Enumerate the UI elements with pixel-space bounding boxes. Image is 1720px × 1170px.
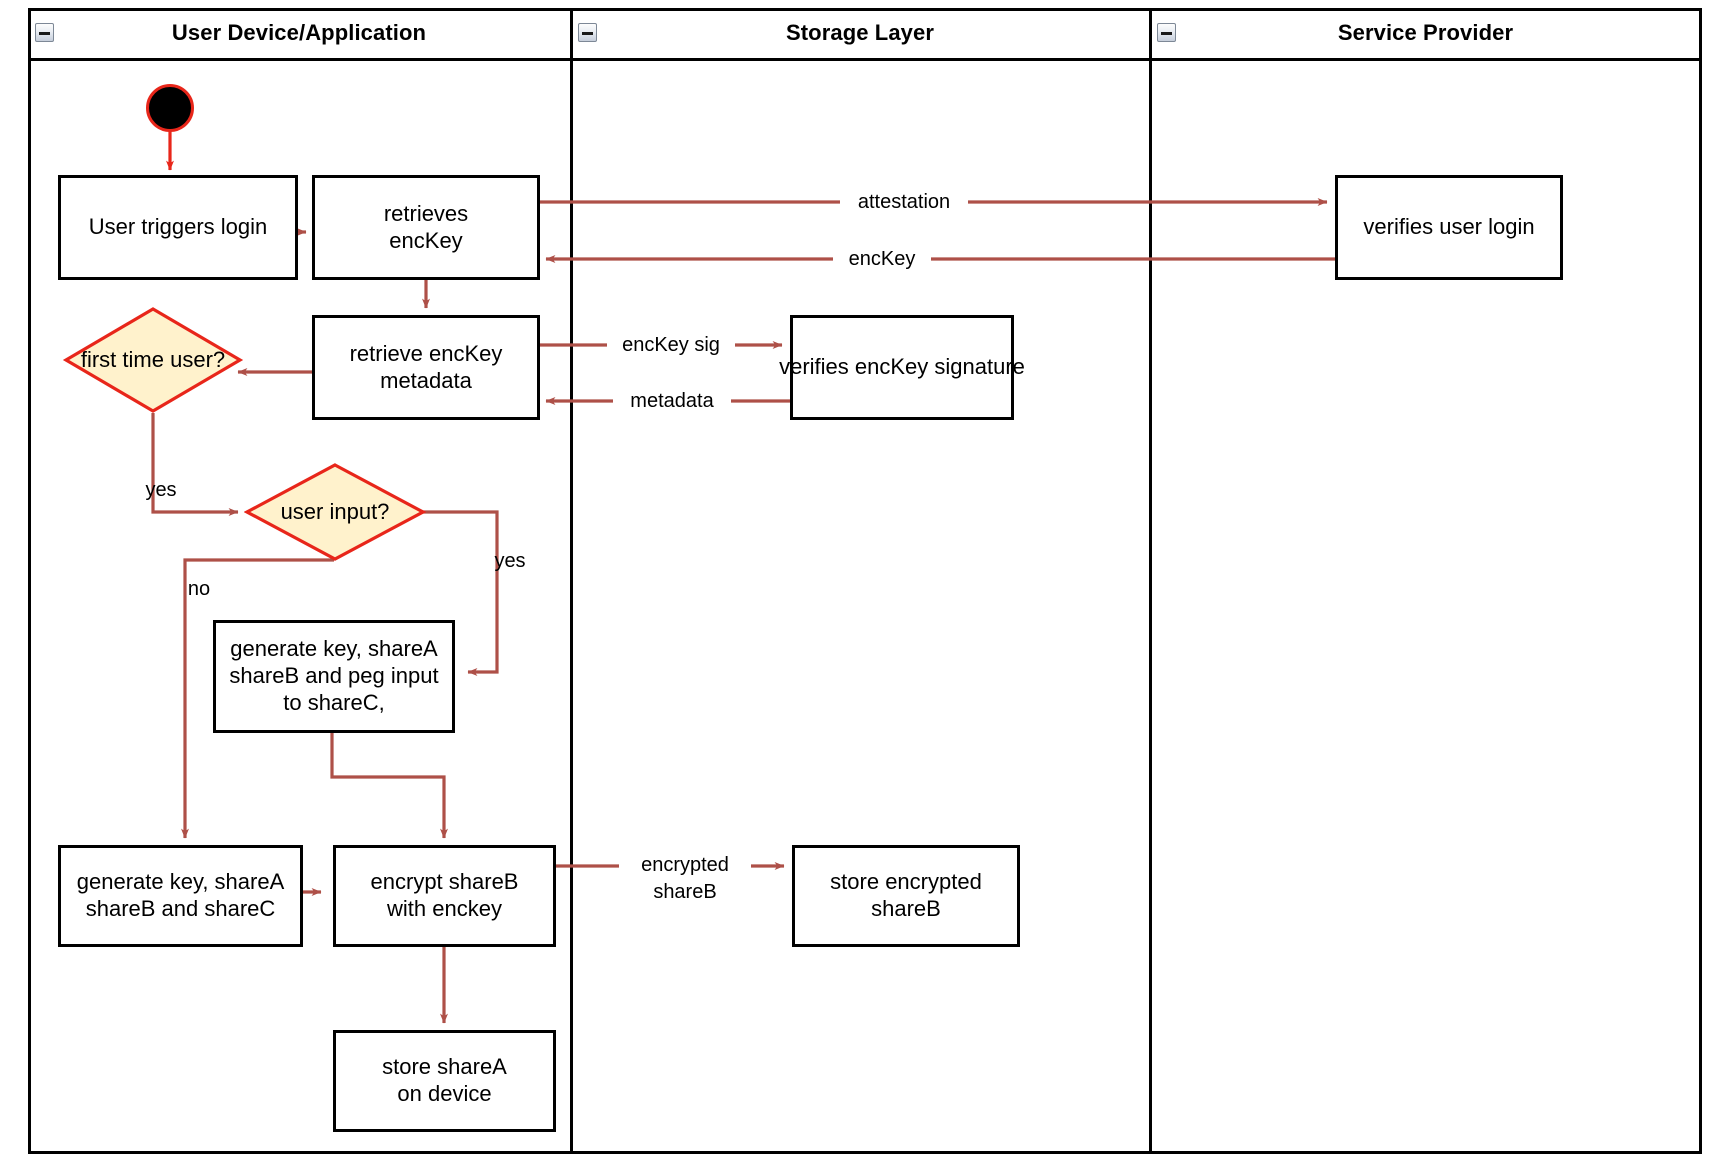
- action-label-line1: generate key, shareA: [76, 869, 285, 895]
- action-label-line1: retrieves: [383, 200, 469, 226]
- edge-label-encrypted-shareb-line2: shareB: [653, 881, 717, 903]
- edge-label-encrypted-shareb-line1: encrypted: [619, 853, 751, 877]
- lane-divider-1: [570, 8, 573, 1154]
- decision-label-line2: user?: [170, 346, 226, 372]
- minimize-icon: [1161, 32, 1172, 35]
- decision-label-text: user input?: [280, 498, 390, 524]
- action-label-line2: metadata: [380, 367, 472, 393]
- lane-header-rule: [28, 58, 1702, 61]
- action-label: User triggers login: [88, 214, 268, 240]
- decision-label-line1: first time: [80, 346, 164, 372]
- action-label-line2: shareB: [871, 896, 941, 921]
- lane-collapse-button-user-device[interactable]: [35, 23, 54, 42]
- action-verifies-enckey-signature[interactable]: verifies encKey signature: [779, 315, 1025, 420]
- minimize-icon: [39, 32, 50, 35]
- lane-title-storage-layer: Storage Layer: [785, 20, 935, 45]
- lane-collapse-button-service-provider[interactable]: [1157, 23, 1176, 42]
- action-label-line2: with enckey: [387, 896, 502, 921]
- action-label-line1: store encrypted: [830, 869, 982, 895]
- action-retrieve-enckey-metadata[interactable]: retrieve encKey metadata: [312, 315, 540, 420]
- edge-label-yes-first-time: yes: [145, 479, 177, 501]
- initial-node: [146, 84, 194, 132]
- action-label-line2: shareB and shareC: [85, 896, 276, 921]
- action-label-line2: on device: [397, 1081, 492, 1106]
- action-encrypt-shareb[interactable]: encrypt shareB with enckey: [333, 845, 556, 947]
- action-label-line1: retrieve encKey: [349, 340, 503, 366]
- action-label: verifies user login: [1363, 214, 1535, 240]
- swimlane-frame: [28, 8, 1702, 1154]
- action-label-line1: encrypt shareB: [370, 869, 519, 895]
- action-user-triggers-login[interactable]: User triggers login: [58, 175, 298, 280]
- decision-label: user input?: [244, 462, 426, 562]
- action-store-encrypted-shareb[interactable]: store encrypted shareB: [792, 845, 1020, 947]
- action-generate-key-peg-input[interactable]: generate key, shareA shareB and peg inpu…: [213, 620, 455, 733]
- action-label-line1: store shareA: [382, 1054, 507, 1080]
- action-label-line2: shareB and peg input: [229, 663, 439, 689]
- lane-collapse-button-storage-layer[interactable]: [578, 23, 597, 42]
- action-verifies-user-login[interactable]: verifies user login: [1335, 175, 1563, 280]
- lane-title-service-provider: Service Provider: [1337, 20, 1514, 45]
- decision-label: first time user?: [62, 305, 244, 415]
- edge-label-metadata: metadata: [613, 389, 731, 413]
- edge-label-enckey-sig: encKey sig: [607, 333, 735, 357]
- decision-first-time-user[interactable]: first time user?: [62, 305, 244, 415]
- action-label: verifies encKey signature: [779, 354, 1025, 380]
- action-label-line1: generate key, shareA: [230, 636, 438, 662]
- edge-label-no-user-input: no: [187, 578, 211, 600]
- edge-label-yes-user-input: yes: [494, 550, 526, 572]
- decision-shape: [62, 307, 244, 413]
- decision-user-input[interactable]: user input?: [243, 462, 427, 562]
- edge-label-attestation: attestation: [840, 190, 968, 214]
- lane-title-user-device: User Device/Application: [171, 20, 427, 45]
- edge-label-enckey: encKey: [833, 247, 931, 271]
- action-retrieves-enckey[interactable]: retrieves encKey: [312, 175, 540, 280]
- action-label-line3: to shareC,: [283, 689, 385, 715]
- action-label-line2: encKey: [389, 227, 463, 253]
- action-generate-key-shares[interactable]: generate key, shareA shareB and shareC: [58, 845, 303, 947]
- action-store-sharea-on-device[interactable]: store shareA on device: [333, 1030, 556, 1132]
- minimize-icon: [582, 32, 593, 35]
- decision-shape: [243, 463, 427, 561]
- lane-divider-2: [1149, 8, 1152, 1154]
